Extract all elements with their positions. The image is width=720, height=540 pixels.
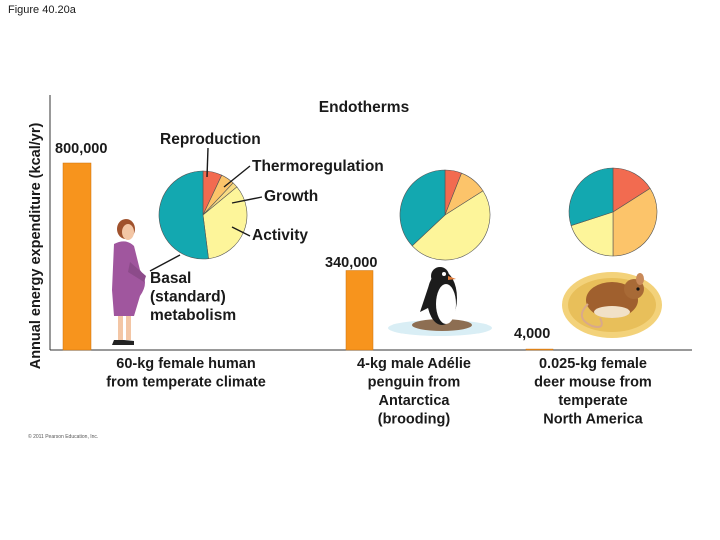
woman-dress	[112, 241, 145, 316]
pie-1	[399, 169, 491, 261]
mouse-tail	[581, 303, 603, 328]
mouse-belly	[594, 306, 630, 318]
pie-label-basal-line-0: Basal	[150, 270, 191, 287]
pie-2-slice-1	[612, 188, 658, 257]
woman-figure	[112, 219, 146, 345]
value-label-1: 340,000	[325, 255, 377, 271]
deer-mouse-figure	[562, 272, 662, 338]
pie-2	[568, 167, 658, 257]
leader-line-2	[231, 196, 263, 204]
chart-title: Endotherms	[319, 99, 409, 116]
bar-1	[345, 270, 374, 351]
value-label-2: 4,000	[514, 326, 550, 342]
leader-line-3	[231, 226, 251, 237]
pie-0-slice-4	[158, 170, 209, 260]
penguin-beak	[448, 276, 456, 280]
category-label-2-line-1: deer mouse from	[534, 375, 652, 391]
bar-0	[62, 162, 92, 351]
penguin-belly	[436, 284, 456, 324]
category-label-0-line-0: 60-kg female human	[116, 356, 255, 372]
leader-line-0	[206, 147, 209, 178]
category-label-0-line-1: from temperate climate	[106, 375, 266, 391]
pie-0	[158, 170, 248, 260]
pie-label-basal-line-1: (standard)	[150, 289, 226, 306]
category-label-1-line-0: 4-kg male Adélie	[357, 356, 471, 372]
penguin-head	[431, 267, 449, 285]
mouse-ear	[636, 273, 644, 285]
pie-label-1: Thermoregulation	[252, 158, 384, 175]
penguin-figure	[388, 267, 492, 336]
y-axis-label: Annual energy expenditure (kcal/yr)	[28, 123, 44, 370]
woman-leg-left	[118, 316, 123, 340]
penguin-flipper	[420, 288, 428, 312]
pie-2-slice-3	[570, 211, 614, 257]
value-label-0: 800,000	[55, 141, 107, 157]
pie-label-0: Reproduction	[160, 131, 261, 148]
copyright-text: © 2011 Pearson Education, Inc.	[28, 434, 99, 440]
woman-arm	[128, 262, 146, 282]
pie-2-slice-4	[568, 167, 614, 226]
pie-label-3: Activity	[252, 227, 308, 244]
mouse-eye	[636, 287, 640, 291]
bar-2	[525, 348, 554, 351]
woman-shoe-right	[123, 340, 134, 345]
leader-line-basal	[149, 254, 181, 272]
pie-label-2: Growth	[264, 188, 318, 205]
category-label-2-line-0: 0.025-kg female	[539, 356, 647, 372]
penguin-eye	[442, 272, 446, 276]
pie-1-slice-3	[411, 190, 491, 261]
category-label-1-line-3: (brooding)	[378, 412, 451, 428]
pie-1-slice-4	[399, 169, 446, 247]
figure-label: Figure 40.20a	[8, 4, 76, 16]
woman-face	[122, 224, 134, 240]
woman-shoe-left	[112, 340, 124, 345]
woman-leg-right	[126, 316, 131, 340]
category-label-2-line-2: temperate	[558, 393, 627, 409]
category-label-1-line-1: penguin from	[368, 375, 461, 391]
category-label-1-line-2: Antarctica	[379, 393, 451, 409]
pie-2-slice-0	[612, 167, 651, 213]
pie-label-basal-line-2: metabolism	[150, 307, 236, 324]
category-label-2-line-3: North America	[543, 412, 643, 428]
leader-line-1	[223, 165, 251, 188]
pie-0-slice-3	[202, 186, 248, 259]
